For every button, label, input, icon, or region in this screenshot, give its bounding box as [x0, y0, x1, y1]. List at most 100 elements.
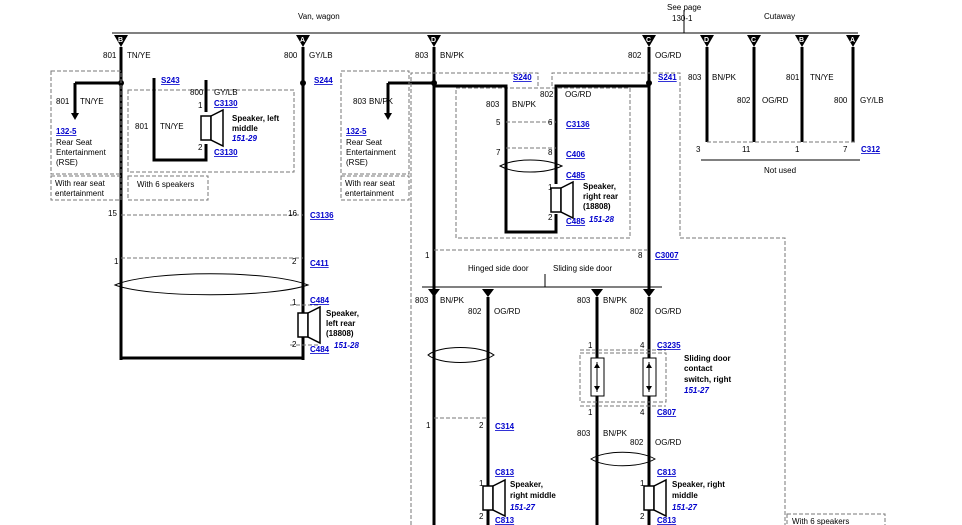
hotwire-cut-d[interactable]: D [700, 35, 714, 47]
c312-pin-11: 11 [742, 145, 751, 154]
rse-left-circuit-num: 801 [56, 97, 70, 106]
speaker-left-rear-label-2: left rear [326, 319, 355, 328]
svg-text:D: D [431, 37, 436, 44]
connector-link-c813-a[interactable]: C813 [495, 468, 515, 477]
rse-right-label-1: Rear Seat [346, 138, 383, 147]
speaker-left-middle-label-1: Speaker, left [232, 114, 279, 123]
twisted-pair-sliding [590, 451, 656, 467]
svg-text:B: B [118, 37, 123, 44]
c314-pin-2: 2 [479, 421, 484, 430]
sliding-lower-circuit-num-802: 802 [630, 438, 644, 447]
header-see-page: See page [667, 3, 702, 12]
page-link-151-28-left[interactable]: 151-28 [334, 341, 359, 350]
rse-right-label-3: (RSE) [346, 158, 368, 167]
page-link-132-5-left[interactable]: 132-5 [56, 127, 77, 136]
hinged-circuit-num-802: 802 [468, 307, 482, 316]
label-hinged-side-door: Hinged side door [468, 264, 529, 273]
rse-right-arrow [384, 113, 392, 120]
speaker-right-middle-b-label-1: Speaker, right [672, 480, 725, 489]
page-link-132-5-right[interactable]: 132-5 [346, 127, 367, 136]
wire-left-middle-801 [152, 78, 208, 162]
sliding-circuit-num-803: 803 [577, 296, 591, 305]
connector-link-c3136-right[interactable]: C3136 [566, 120, 590, 129]
rse-right-circuit-num: 803 [353, 97, 367, 106]
hotwire-cut-c[interactable]: C [747, 35, 761, 47]
speaker-left-rear-icon [297, 305, 321, 345]
switch-label-2: contact [684, 364, 713, 373]
speaker-left-middle-label-2: middle [232, 124, 258, 133]
twisted-pair-left [113, 273, 310, 296]
hotwire-b[interactable]: B [114, 35, 128, 47]
svg-text:C: C [751, 37, 756, 44]
connector-link-c3235[interactable]: C3235 [657, 341, 681, 350]
with-rse-right-box [340, 175, 410, 201]
rm-b-pin-2: 2 [640, 512, 645, 521]
cut-circuit-color-gylb: GY/LB [860, 96, 884, 105]
speaker-right-rear-icon [550, 180, 574, 220]
page-link-151-27-a[interactable]: 151-27 [510, 503, 535, 512]
c312-pin-7: 7 [843, 145, 848, 154]
svg-text:B: B [799, 37, 804, 44]
with-rse-left-1: With rear seat [55, 179, 106, 188]
hotwire-cut-a[interactable]: A [846, 35, 860, 47]
sliding-lower-circuit-color-ogrd: OG/RD [655, 438, 681, 447]
with-6-speakers-box [127, 175, 209, 201]
speaker-left-rear-label-3: (18808) [326, 329, 354, 338]
splice-link-s240[interactable]: S240 [513, 73, 532, 82]
with-6-speakers-label: With 6 speakers [137, 180, 194, 189]
page-link-151-29[interactable]: 151-29 [232, 134, 257, 143]
connector-link-c3130-top[interactable]: C3130 [214, 99, 238, 108]
connector-link-c484-top[interactable]: C484 [310, 296, 330, 305]
connector-link-c3007[interactable]: C3007 [655, 251, 679, 260]
c312-pin-1: 1 [795, 145, 800, 154]
cut-circuit-num-802: 802 [737, 96, 751, 105]
sliding-circuit-num-802: 802 [630, 307, 644, 316]
connector-link-c485-bottom[interactable]: C485 [566, 217, 586, 226]
left-middle-speaker-box [127, 89, 295, 173]
speaker-right-middle-icon [482, 478, 506, 518]
sliding-circuit-color-ogrd: OG/RD [655, 307, 681, 316]
switch-contact-right-icon [642, 357, 657, 397]
hotwire-cut-b[interactable]: B [795, 35, 809, 47]
page-link-151-27-switch[interactable]: 151-27 [684, 386, 709, 395]
connector-link-c312[interactable]: C312 [861, 145, 881, 154]
rse-right-label-2: Entertainment [346, 148, 397, 157]
connector-link-c813-b[interactable]: C813 [495, 516, 515, 525]
connector-link-c485-top[interactable]: C485 [566, 171, 586, 180]
lm-circuit-color-gylb: GY/LB [214, 88, 238, 97]
splice-link-s241[interactable]: S241 [658, 73, 677, 82]
connector-link-c314[interactable]: C314 [495, 422, 515, 431]
speaker-right-middle-b-label-2: middle [672, 491, 698, 500]
page-link-151-28-right[interactable]: 151-28 [589, 215, 614, 224]
hotwire-a[interactable]: A [296, 35, 310, 47]
switch-label-3: switch, right [684, 375, 731, 384]
circuit-color-gylb: GY/LB [309, 51, 333, 60]
connector-link-c484-bottom[interactable]: C484 [310, 345, 330, 354]
door-arrow-sliding-803 [591, 289, 603, 297]
hinged-circuit-color-ogrd: OG/RD [494, 307, 520, 316]
splice-link-s244[interactable]: S244 [314, 76, 333, 85]
hotwire-d[interactable]: D [427, 35, 441, 47]
connector-link-c3130-bottom[interactable]: C3130 [214, 148, 238, 157]
connector-link-c411[interactable]: C411 [310, 259, 329, 268]
page-link-151-27-b[interactable]: 151-27 [672, 503, 697, 512]
splice-link-s243[interactable]: S243 [161, 76, 180, 85]
rm-pin-2: 2 [479, 512, 484, 521]
sliding-lower-circuit-color-bnpk: BN/PK [603, 429, 628, 438]
with-6-speakers-box-bottom [786, 513, 886, 525]
cut-circuit-num-801: 801 [786, 73, 800, 82]
rr-circuit-num-802: 802 [540, 90, 554, 99]
speaker-left-rear-label-1: Speaker, [326, 309, 359, 318]
speaker-left-middle-icon [200, 108, 224, 148]
connector-link-c813-c[interactable]: C813 [657, 468, 677, 477]
svg-text:A: A [850, 37, 855, 44]
cut-circuit-color-ogrd: OG/RD [762, 96, 788, 105]
rse-left-circuit-color: TN/YE [80, 97, 104, 106]
hotwire-c[interactable]: C [642, 35, 656, 47]
connector-link-c813-d[interactable]: C813 [657, 516, 677, 525]
connector-link-c807[interactable]: C807 [657, 408, 677, 417]
connector-link-c406[interactable]: C406 [566, 150, 586, 159]
connector-link-c3136-left[interactable]: C3136 [310, 211, 334, 220]
pin-15: 15 [108, 209, 117, 218]
